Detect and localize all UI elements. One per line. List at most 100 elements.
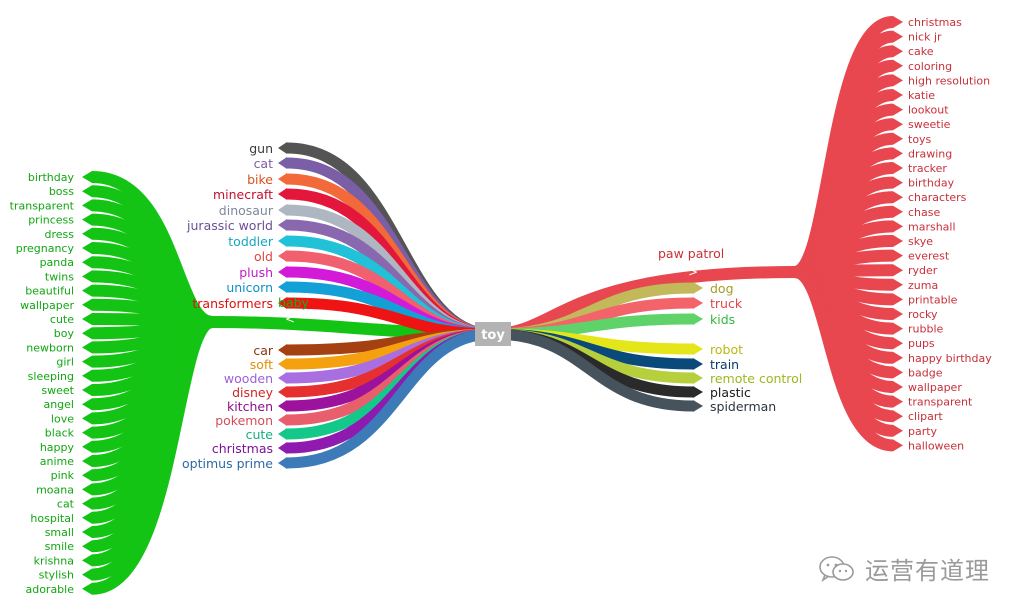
baby-child-label-krishna: krishna [34,554,74,567]
big-branches [82,16,903,595]
baby-child-label-cute: cute [50,313,74,326]
baby-child-arrow [82,384,92,396]
paw-child-label-sweetie: sweetie [908,118,951,131]
paw-child-arrow [893,308,903,320]
baby-child-arrow [82,412,92,425]
right-label-train: train [710,357,739,372]
right-branch-arrow [693,343,703,355]
baby-child-label-twins: twins [45,270,74,283]
baby-child-arrow [82,540,92,553]
right-label-remote-control: remote control [710,371,802,386]
paw-child-label-rocky: rocky [908,308,938,321]
baby-child-arrow [82,213,92,226]
paw-child-label-wallpaper: wallpaper [908,381,962,394]
baby-child-ribbon [91,316,214,595]
left-branch-arrow [278,204,287,216]
baby-child-label-pregnancy: pregnancy [16,242,75,255]
left-branch-arrow [278,428,287,440]
paw-child-label-party: party [908,425,938,438]
baby-child-label-girl: girl [56,356,74,369]
baby-collapse-arrow[interactable]: < [285,312,295,326]
baby-child-arrow [82,270,92,283]
baby-child-label-boy: boy [54,327,75,340]
baby-child-arrow [82,426,92,439]
paw-child-label-clipart: clipart [908,410,943,423]
paw-child-arrow [893,439,903,452]
baby-child-label-cat: cat [57,498,75,511]
baby-child-label-smile: smile [45,540,75,553]
baby-child-arrow [82,298,92,311]
right-branch-arrow [693,282,703,294]
baby-child-label-dress: dress [45,228,75,241]
left-label-gun: gun [249,141,273,156]
left-branch-arrow [278,157,287,169]
left-label-old: old [254,249,273,264]
baby-child-label-adorable: adorable [25,583,74,596]
baby-child-arrow [82,199,92,212]
left-label-toddler: toddler [228,234,274,249]
baby-child-arrow [82,511,92,524]
baby-child-label-moana: moana [36,483,74,496]
watermark: 运营有道理 [817,551,990,586]
paw-child-arrow [893,278,903,291]
left-branch-arrow [278,358,287,370]
baby-child-label-boss: boss [49,185,74,198]
left-label-soft: soft [250,357,273,372]
paw-child-label-coloring: coloring [908,60,952,73]
right-label-dog: dog [710,281,734,296]
baby-child-label-sweet: sweet [41,384,74,397]
right-branch-arrow [693,358,703,370]
left-label-cat: cat [254,156,274,171]
paw-child-label-skye: skye [908,235,933,248]
paw-child-arrow [893,132,903,145]
baby-child-label-anime: anime [40,455,74,468]
left-label-bike: bike [247,172,273,187]
center-node[interactable]: toy [475,322,511,346]
branch-ribbons [278,142,703,469]
paw-child-label-transparent: transparent [908,396,973,409]
paw-child-label-printable: printable [908,293,958,306]
baby-child-arrow [82,582,92,595]
baby-child-label-angel: angel [43,398,74,411]
baby-child-arrow [82,242,92,254]
left-branch-optimus-prime [286,328,494,469]
baby-child-label-transparent: transparent [10,199,75,212]
paw-collapse-arrow[interactable]: > [688,265,698,279]
paw-child-label-badge: badge [908,366,943,379]
paw-child-arrow [893,366,903,379]
paw-child-arrow [893,103,903,116]
center-node-box[interactable] [475,322,511,346]
baby-child-arrow [82,469,92,482]
baby-child-arrow [82,341,92,354]
right-label-kids: kids [710,312,735,327]
paw-child-arrow [893,235,903,247]
left-label-minecraft: minecraft [213,187,273,202]
labels: birthdaybosstransparentprincessdresspreg… [10,16,993,596]
paw-child-label-birthday: birthday [908,177,955,190]
baby-child-arrow [82,313,92,325]
left-branch-arrow [278,266,287,278]
paw-child-arrow [893,74,903,87]
baby-child-label-pink: pink [51,469,75,482]
baby-child-label-hospital: hospital [30,512,74,525]
baby-child-label-happy: happy [40,441,75,454]
paw-child-label-happy-birthday: happy birthday [908,352,992,365]
left-branch-arrow [278,281,287,293]
right-label-robot: robot [710,342,743,357]
left-branch-arrow [278,442,287,454]
left-label-jurassic-world: jurassic world [186,218,273,233]
baby-child-arrow [82,227,92,240]
left-label-dinosaur: dinosaur [219,203,274,218]
paw-child-label-high-resolution: high resolution [908,74,990,87]
left-label-pokemon: pokemon [215,413,273,428]
right-branch-arrow [693,400,703,412]
paw-child-arrow [893,293,903,306]
right-branch-spiderman [492,328,694,412]
baby-child-label-stylish: stylish [39,569,74,582]
left-branch-arrow [278,173,287,185]
paw-child-arrow [893,30,903,43]
baby-child-arrow [82,440,92,453]
baby-child-label-sleeping: sleeping [28,370,74,383]
paw-child-label-katie: katie [908,89,935,102]
